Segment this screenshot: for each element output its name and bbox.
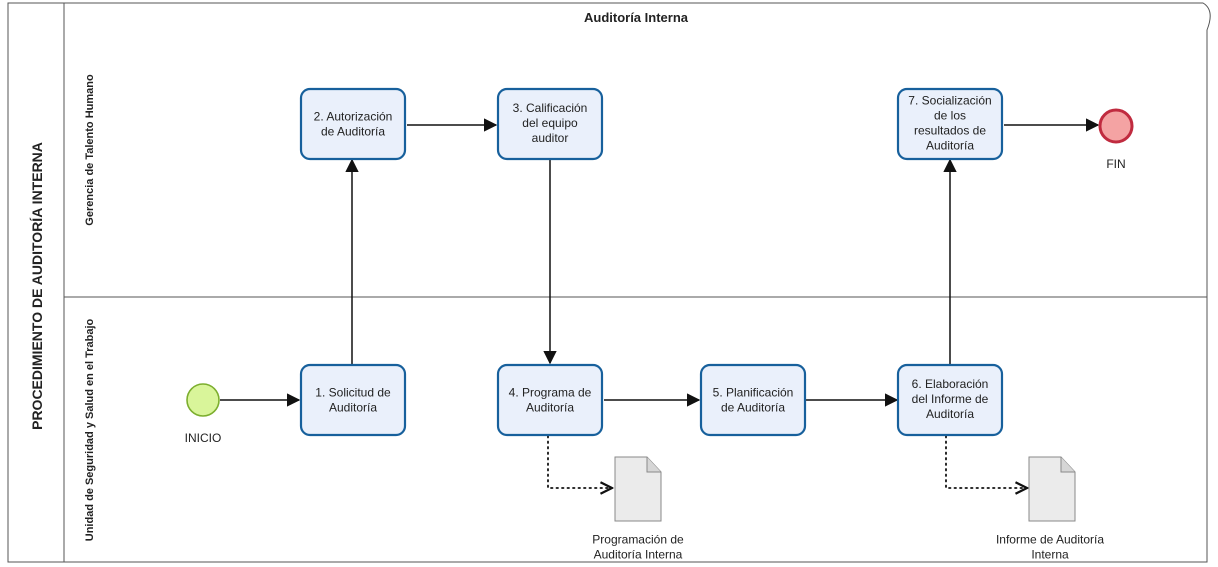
start-label: INICIO (185, 431, 222, 445)
label-line: Programación de (592, 533, 684, 547)
start-event (186, 383, 220, 417)
pool-title: Auditoría Interna (584, 10, 689, 25)
label-line: Interna (1031, 548, 1069, 562)
label-line: Informe de Auditoría (996, 533, 1104, 547)
label-line: Auditoría (926, 407, 974, 421)
label-line: resultados de (914, 124, 986, 138)
lane-label-top: Gerencia de Talento Humano (84, 74, 96, 226)
label-line: Auditoría (926, 139, 974, 153)
label-line: de Auditoría (321, 125, 385, 139)
label-line: 2. Autorización (314, 110, 393, 124)
document-icon-programacion (614, 456, 662, 522)
label-line: Auditoría (329, 401, 377, 415)
pool-name: PROCEDIMIENTO DE AUDITORÍA INTERNA (29, 142, 45, 430)
label-line: del equipo (522, 116, 578, 130)
document-icon-informe (1028, 456, 1076, 522)
lane-label-bottom: Unidad de Seguridad y Salud en el Trabaj… (84, 318, 96, 541)
label-line: 5. Planificación (713, 386, 794, 400)
label-line: Auditoría Interna (594, 548, 683, 562)
label-line: 4. Programa de (509, 386, 592, 400)
label-line: del Informe de (912, 392, 989, 406)
sequence-flows (220, 118, 1100, 407)
pool-frame (7, 2, 1211, 563)
label-line: 6. Elaboración (912, 377, 989, 391)
association-t6-doc (945, 435, 1027, 488)
label-line: auditor (532, 131, 569, 145)
association-t4-doc (547, 435, 612, 488)
end-label: FIN (1106, 157, 1125, 171)
label-line: Auditoría (526, 401, 574, 415)
end-event (1098, 108, 1134, 144)
label-line: 1. Solicitud de (315, 386, 391, 400)
label-line: 7. Socialización (908, 94, 991, 108)
label-line: 3. Calificación (513, 101, 588, 115)
label-line: de Auditoría (721, 401, 785, 415)
label-line: de los (934, 109, 966, 123)
